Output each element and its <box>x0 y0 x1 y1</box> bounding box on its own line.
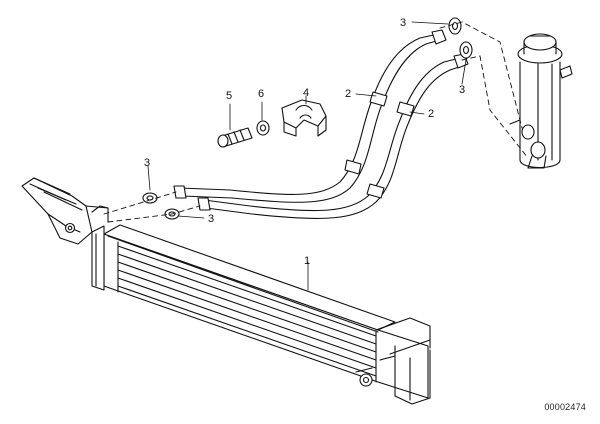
bolt-washer <box>256 120 270 136</box>
sealing-washers <box>142 17 473 220</box>
bolt <box>217 127 253 148</box>
mounting-bracket <box>21 177 109 245</box>
callout-3-top: 3 <box>400 17 406 29</box>
hose-clip <box>281 99 327 137</box>
callout-6: 6 <box>258 88 264 100</box>
callout-3-mid: 3 <box>208 213 214 225</box>
callout-3-right: 3 <box>459 84 465 96</box>
fluid-reservoir <box>509 33 573 169</box>
callout-2-lower: 2 <box>428 108 434 120</box>
callout-1: 1 <box>304 255 310 267</box>
oil-line-upper <box>173 29 447 203</box>
leader-lines <box>147 21 467 291</box>
document-number: 00002474 <box>544 402 586 412</box>
assembly-dash-lines <box>103 21 529 223</box>
callout-5: 5 <box>226 90 232 102</box>
callout-3-left: 3 <box>144 157 150 169</box>
oil-cooler <box>91 224 431 405</box>
oil-line-lower <box>197 53 469 219</box>
callout-4: 4 <box>303 87 309 99</box>
callout-2-upper: 2 <box>345 88 351 100</box>
